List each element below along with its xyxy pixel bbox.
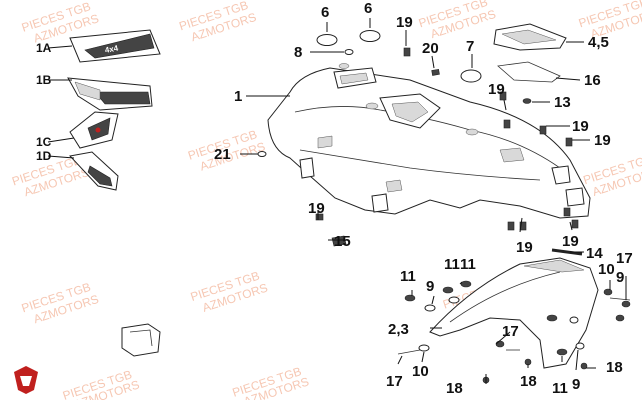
callout-1b: 1B — [36, 73, 52, 87]
front-fender — [267, 63, 591, 219]
callout-14: 14 — [586, 245, 603, 262]
callout-18b: 18 — [446, 380, 463, 397]
callout-1d: 1D — [36, 149, 52, 163]
callout-1c: 1C — [36, 135, 52, 149]
callout-16: 16 — [584, 72, 601, 89]
callout-9c: 9 — [572, 376, 580, 393]
callout-17a: 17 — [616, 250, 633, 267]
callout-11b-a: 11 — [444, 256, 460, 273]
callout-6a: 6 — [321, 4, 329, 21]
cap-6b — [359, 30, 381, 42]
clip-8 — [344, 49, 354, 55]
callout-17c: 17 — [386, 373, 403, 390]
nut-13 — [522, 98, 532, 104]
decal-1c — [69, 111, 119, 149]
cap-6a — [316, 34, 338, 46]
bolt-15 — [331, 235, 347, 247]
clip-20 — [431, 68, 440, 76]
callout-19b: 19 — [488, 81, 505, 98]
callout-10a: 10 — [598, 261, 615, 278]
callout-19e: 19 — [308, 200, 325, 217]
decal-1b — [67, 77, 153, 111]
callout-19a: 19 — [396, 14, 413, 31]
callout-18c-a: 18 — [520, 373, 537, 390]
callout-4-5: 4,5 — [588, 34, 609, 51]
callout-19d: 19 — [594, 132, 611, 149]
callout-2-3: 2,3 — [388, 321, 409, 338]
callout-13: 13 — [554, 94, 571, 111]
decal-1a: 4x4 — [69, 29, 161, 63]
callout-9b: 9 — [616, 269, 624, 286]
callout-10b: 10 — [412, 363, 429, 380]
callout-1a: 1A — [36, 41, 52, 55]
callout-19f: 19 — [516, 239, 533, 256]
callout-15: 15 — [334, 233, 351, 250]
callout-11a: 11 — [400, 268, 416, 285]
callout-17b: 17 — [502, 323, 519, 340]
callout-19c: 19 — [572, 118, 589, 135]
callout-11b-b: 11 — [460, 256, 476, 273]
callout-11c: 11 — [552, 380, 568, 397]
bracket-part — [121, 323, 161, 357]
cover-4-5 — [493, 23, 567, 51]
callout-7: 7 — [466, 38, 474, 55]
callout-labels: 1A 1B 1C 1D 1 6 6 8 19 20 7 4,5 16 19 13… — [36, 0, 633, 397]
mudguard-2-3 — [429, 257, 599, 369]
callout-9a: 9 — [426, 278, 434, 295]
callout-19g: 19 — [562, 233, 579, 250]
leader-lines — [47, 18, 627, 384]
hardware-lower — [397, 280, 631, 384]
clip-21 — [257, 151, 267, 157]
seal-16 — [497, 61, 561, 83]
rod-14 — [551, 248, 583, 256]
svg-text:4x4: 4x4 — [104, 44, 119, 55]
callout-20: 20 — [422, 40, 439, 57]
cap-7 — [460, 69, 482, 83]
callout-8: 8 — [294, 44, 302, 61]
callout-6b: 6 — [364, 0, 372, 17]
clips-19 — [315, 47, 579, 231]
logo-mark — [14, 366, 38, 394]
callout-21: 21 — [214, 146, 231, 163]
callout-18a: 18 — [606, 359, 623, 376]
decal-1d — [69, 151, 119, 191]
callout-1: 1 — [234, 88, 242, 105]
